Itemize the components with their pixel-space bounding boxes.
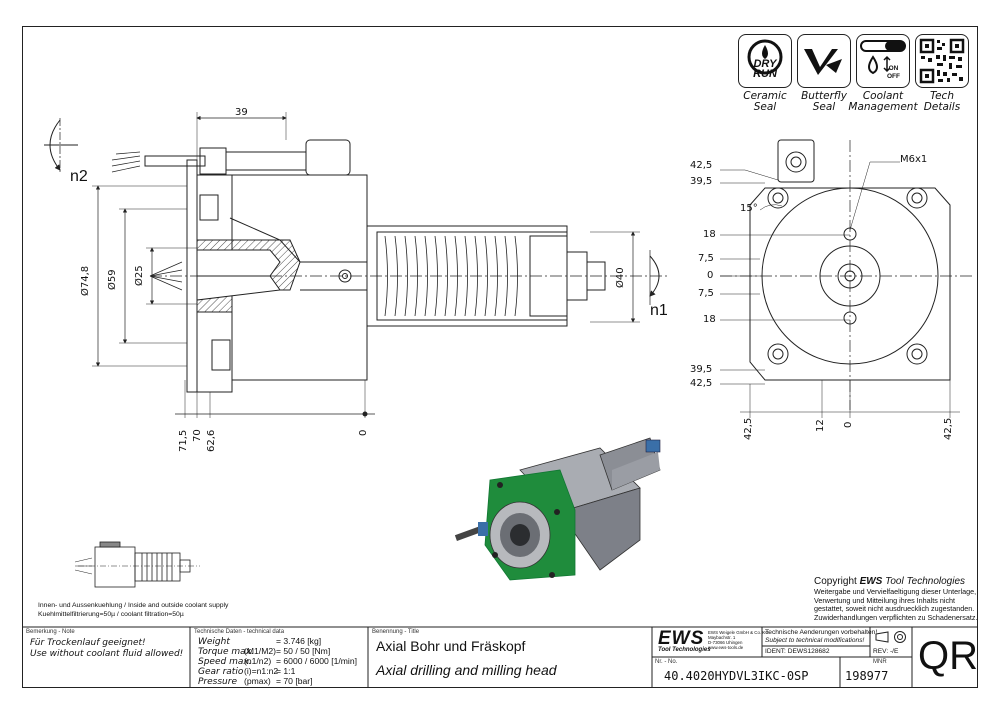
change-en: Subject to technical modifications! (765, 637, 865, 644)
tech-data-table: Weight= 3.746 [kg] Torque max.(M1/M2)= 5… (198, 636, 366, 687)
coolant-schematic (74, 541, 200, 588)
ews-logo-sub: Tool Technologies (658, 647, 711, 653)
front-view (720, 139, 975, 418)
butterfly-seal-icon (797, 34, 851, 88)
front-dim-bottom-1: 12 (815, 419, 826, 432)
front-dim-left-8: 42,5 (690, 378, 713, 389)
front-dim-left-2: 18 (703, 229, 716, 240)
qr-code-icon[interactable] (915, 34, 969, 88)
front-dim-left-4: 0 (707, 270, 714, 281)
dim-d74: Ø74,8 (80, 265, 91, 296)
front-flange-circle (761, 187, 939, 365)
tech-row: Weight= 3.746 [kg] (198, 636, 322, 647)
title-en: Axial drilling and milling head (376, 662, 557, 678)
tech-header: Technische Daten - technical data (194, 629, 285, 635)
run-badge: RUN (753, 68, 777, 80)
note-en: Use without coolant fluid allowed! (30, 649, 184, 659)
front-dim-left-6: 18 (703, 314, 716, 325)
dim-d40: Ø40 (615, 267, 626, 288)
dim-70: 70 (192, 429, 203, 442)
spindle-nose (586, 261, 606, 291)
front-dim-bottom-3: 42,5 (943, 417, 954, 440)
dry-run-icon: DRY RUN (738, 34, 792, 88)
front-dim-bottom-2: 0 (843, 421, 854, 428)
coolant-icon: ON OFF (856, 34, 910, 88)
tech-row: Speed max.(n1/n2)= 6000 / 6000 [1/min] (198, 656, 357, 667)
drawing-frame (22, 26, 978, 688)
copyright-text: Weitergabe und Vervielfaeltigung dieser … (814, 587, 978, 622)
tech-row: Gear ratio(i)=n1:n2= 1:1 (198, 666, 296, 677)
rev-value: REV: -/E (873, 648, 899, 655)
coolant-note-2: Kuehlmittelfiltrierung=50µ / coolant fil… (38, 611, 184, 618)
change-de: Technische Aenderungen vorbehalten! (765, 629, 878, 636)
ews-logo: EWS (658, 628, 705, 649)
dim-0-side: 0 (358, 429, 369, 436)
dry-badge: DRY (753, 58, 777, 70)
part-number: 40.4020HYDVL3IKC-0SP (664, 669, 809, 683)
tech-row: Pressure(pmax)= 70 [bar] (198, 676, 313, 687)
front-dim-left-0: 42,5 (690, 160, 713, 171)
front-dim-bottom-0: 42,5 (743, 417, 754, 440)
ident-value: IDENT: DEWS128682 (765, 648, 830, 655)
dim-d59: Ø59 (107, 269, 118, 290)
projection-symbol-icon (875, 631, 906, 643)
side-view (44, 112, 670, 418)
qr-label: QR (918, 634, 978, 678)
front-bolts (767, 187, 928, 365)
dim-d25: Ø25 (134, 265, 145, 286)
n2-label: n2 (70, 168, 88, 185)
on-label: ON (888, 65, 899, 72)
mnr-value: 198977 (845, 669, 889, 683)
front-dim-left-1: 39,5 (690, 176, 713, 187)
isometric-view (454, 437, 661, 581)
front-dim-left-3: 7,5 (698, 253, 714, 264)
front-dim-left-7: 39,5 (690, 364, 713, 375)
front-dim-left-5: 7,5 (698, 288, 714, 299)
front-housing-outline (749, 187, 951, 381)
thread-label: M6x1 (900, 154, 928, 165)
tech-row: Torque max.(M1/M2)= 50 / 50 [Nm] (198, 646, 331, 657)
angle-label: 15° (740, 203, 758, 214)
mnr-header: MNR (873, 659, 887, 665)
title-de: Axial Bohr und Fräskopf (376, 638, 526, 654)
nr-header: Nr. - No. (655, 659, 678, 665)
title-header: Benennung - Title (372, 629, 420, 635)
dim-71-5: 71,5 (178, 429, 189, 452)
dim-39: 39 (235, 107, 248, 118)
coolant-note-1: Innen- und Aussenkuehlung / Inside and o… (38, 602, 229, 609)
coolant-port (777, 139, 815, 183)
note-de: Für Trockenlauf geeignet! (30, 638, 146, 648)
n1-label: n1 (650, 302, 668, 319)
note-header: Bemerkung - Note (26, 629, 75, 635)
title-block-grid (22, 626, 978, 688)
coolant-pipe (144, 155, 206, 167)
dim-62-6: 62,6 (206, 429, 217, 452)
copyright-title: Copyright EWS Tool Technologies (814, 576, 966, 587)
off-label: OFF (887, 73, 900, 80)
